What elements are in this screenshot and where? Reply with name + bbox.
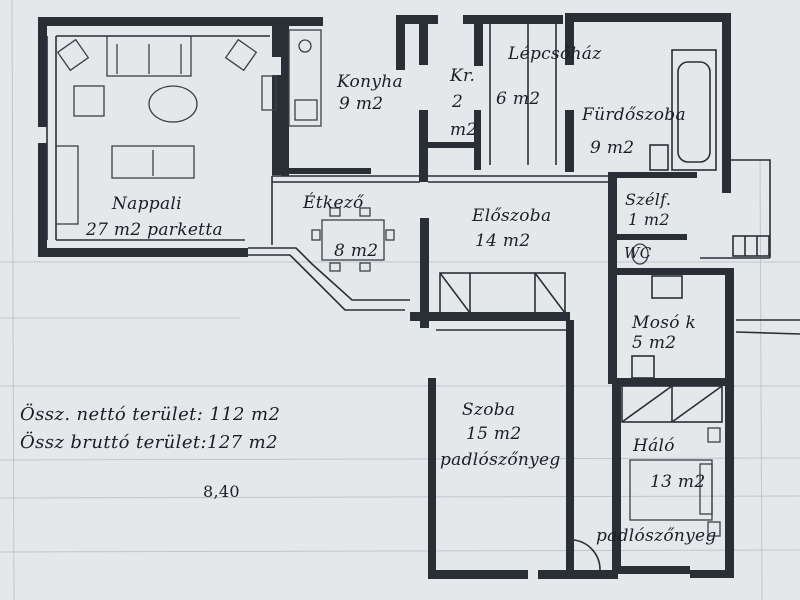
furniture (55, 29, 721, 537)
label-kamra-unit: m2 (450, 120, 478, 140)
label-lepcsohaz-area: 6 m2 (496, 89, 541, 109)
label-szelf-name: Szélf. (625, 190, 672, 209)
summary-gross-area: Össz bruttó terület:127 m2 (20, 432, 278, 453)
label-eloszoba-name: Előszoba (472, 206, 552, 226)
label-lepcsohaz-name: Lépcsőház (508, 44, 602, 64)
walls (38, 13, 734, 579)
label-szelf-area: 1 m2 (628, 210, 670, 229)
label-moso-area: 5 m2 (632, 333, 677, 353)
label-konyha-area: 9 m2 (339, 94, 384, 114)
label-moso-name: Mosó k (632, 313, 697, 333)
label-furdoszoba-name: Fürdőszoba (582, 105, 686, 125)
label-eloszoba-area: 14 m2 (475, 231, 531, 251)
label-etkezo-name: Étkező (303, 193, 364, 213)
label-szoba-area: 15 m2 (466, 424, 522, 444)
label-furdoszoba-area: 9 m2 (590, 138, 635, 158)
dimension-label: 8,40 (203, 482, 240, 501)
label-kamra-name: Kr. (450, 66, 476, 86)
label-szoba-floor: padlószőnyeg (440, 450, 561, 470)
label-nappali-name: Nappali (112, 194, 182, 214)
label-nappali-area: 27 m2 parketta (86, 220, 223, 240)
label-halo-name: Háló (633, 436, 675, 456)
label-kamra-area: 2 (452, 92, 464, 112)
label-wc: WC (624, 244, 652, 262)
label-szoba-name: Szoba (462, 400, 516, 420)
summary-net-area: Össz. nettó terület: 112 m2 (20, 404, 281, 425)
label-konyha-name: Konyha (337, 72, 403, 92)
thin-lines (46, 24, 800, 571)
label-halo-floor: padlószőnyeg (596, 526, 717, 546)
label-halo-area: 13 m2 (650, 472, 706, 492)
label-etkezo-area: 8 m2 (334, 241, 379, 261)
